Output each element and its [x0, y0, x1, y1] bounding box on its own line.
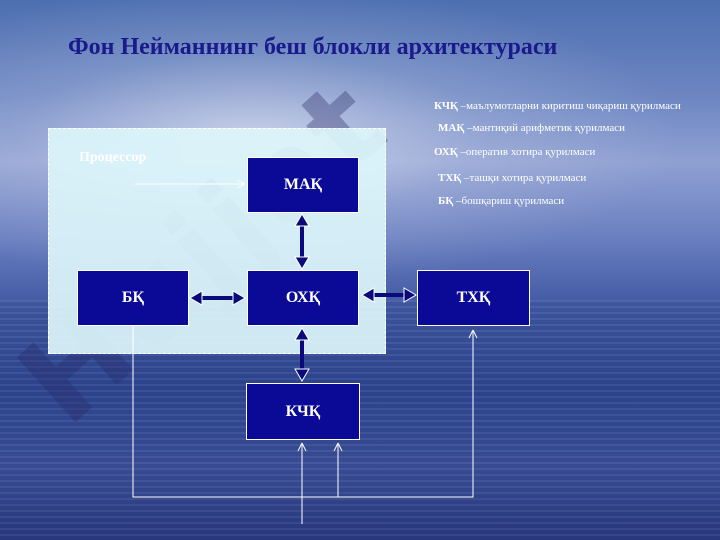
legend-abbr: КЧҚ [434, 100, 458, 112]
control-lines [132, 326, 478, 524]
block-mak: МАҚ [247, 157, 359, 213]
legend-abbr: МАҚ [438, 122, 465, 134]
block-tkhk: ТХҚ [417, 270, 530, 326]
legend-text: –маълумотларни киритиш чиқариш қурилмаси [457, 100, 681, 112]
okhk-tkhk-arrow [361, 287, 417, 303]
legend-text: –ташқи хотира қурилмаси [461, 172, 587, 184]
legend-item-kchk: КЧҚ –маълумотларни киритиш чиқариш қурил… [434, 100, 681, 112]
legend-text: –оператив хотира қурилмаси [457, 146, 596, 158]
processor-label: Процессор [79, 150, 147, 165]
legend-abbr: БҚ [438, 195, 454, 207]
legend-abbr: ТХҚ [438, 172, 462, 184]
legend-item-bk: БҚ –бошқариш қурилмаси [438, 195, 564, 207]
mak-okhk-arrow [294, 213, 310, 270]
legend-item-okhk: ОХҚ –оператив хотира қурилмаси [434, 146, 595, 158]
legend-text: –мантиқий арифметик қурилмаси [464, 122, 626, 134]
legend-abbr: ОХҚ [434, 146, 458, 158]
block-kchk: КЧҚ [246, 383, 360, 440]
legend-item-tkhk: ТХҚ –ташқи хотира қурилмаси [438, 172, 586, 184]
legend-text: –бошқариш қурилмаси [453, 195, 565, 207]
legend-item-mak: МАҚ –мантиқий арифметик қурилмаси [438, 122, 625, 134]
block-okhk: ОХҚ [247, 270, 359, 326]
block-bk: БҚ [77, 270, 189, 326]
okhk-kchk-arrow [294, 327, 310, 382]
bk-okhk-arrow [189, 290, 246, 306]
slide-title: Фон Нейманнинг беш блокли архитектураси [68, 34, 558, 60]
